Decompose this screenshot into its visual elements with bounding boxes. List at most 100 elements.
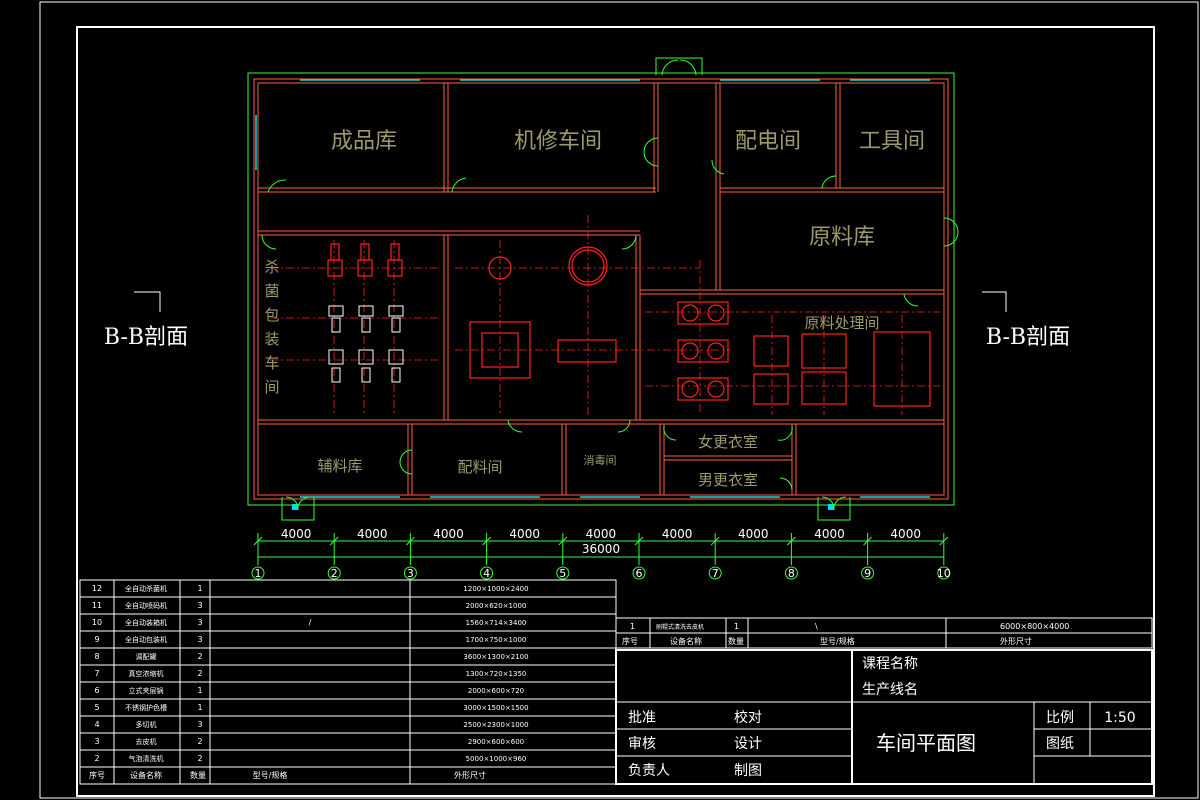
- axis-bubble: [480, 566, 494, 580]
- drawing-title: 车间平面图: [876, 731, 976, 755]
- table-header-cell: 序号: [89, 770, 105, 780]
- title-line: 生产线名: [862, 682, 918, 698]
- table-cell: 立式夹层锅: [129, 686, 164, 695]
- table-cell: 全自动装箱机: [125, 618, 167, 627]
- table-cell: 3: [197, 601, 202, 610]
- dim-text: 4000: [890, 527, 921, 541]
- scale-label: 比例: [1046, 710, 1074, 726]
- dim-text: 4000: [814, 527, 845, 541]
- right-table-h-no: 序号: [622, 636, 638, 646]
- right-table-no: 1: [630, 622, 635, 631]
- table-cell: 3: [197, 635, 202, 644]
- table-cell: 3: [94, 737, 99, 746]
- right-table-model: \: [815, 622, 818, 631]
- table-cell: 12: [92, 584, 102, 593]
- right-table-h-model: 型号/规格: [820, 636, 855, 646]
- title-block: 课程名称 生产线名 批准 校对 审核 设计 负责人 制图 车间平面图 比例 1:…: [615, 649, 1153, 785]
- dim-text: 4000: [281, 527, 312, 541]
- dim-text: 4000: [509, 527, 540, 541]
- table-cell: 3600×1300×2100: [463, 653, 528, 661]
- table-cell: 不锈钢护色槽: [125, 703, 167, 712]
- table-cell: 9: [94, 635, 99, 644]
- table-cell: 调配罐: [136, 652, 157, 661]
- table-cell: 1560×714×3400: [466, 619, 527, 627]
- table-cell: 3: [197, 720, 202, 729]
- doors: [261, 57, 959, 521]
- room-label-raw-proc: 原料处理间: [804, 314, 879, 332]
- axis-bubble: [403, 566, 417, 580]
- axis-bubble: [861, 566, 875, 580]
- table-cell: 1700×750×1000: [466, 636, 527, 644]
- room-label-raw: 原料库: [809, 225, 875, 250]
- right-table-name: 刷辊式清洗去皮机: [656, 623, 704, 631]
- table-cell: 6: [94, 686, 99, 695]
- room-label-mixing: 配料间: [457, 458, 502, 476]
- dim-text: 4000: [738, 527, 769, 541]
- dim-total: 36000: [582, 542, 620, 556]
- title-review: 审核: [628, 736, 656, 752]
- axis-label: 5: [559, 567, 566, 580]
- axis-label: 7: [712, 567, 719, 580]
- room-label-sterile: 杀菌包装车间: [264, 258, 279, 396]
- scale-value: 1:50: [1104, 710, 1135, 726]
- table-cell: 多切机: [136, 720, 157, 729]
- title-approve: 批准: [628, 710, 656, 726]
- axis-bubble: [327, 566, 341, 580]
- table-header-cell: 外形尺寸: [454, 770, 486, 780]
- section-marks: B-B剖面 B-B剖面: [104, 291, 1070, 350]
- axis-label: 8: [788, 567, 795, 580]
- table-header-cell: 数量: [190, 770, 206, 780]
- dim-text: 4000: [357, 527, 388, 541]
- outer-frame: [39, 1, 1199, 799]
- axis-label: 10: [937, 567, 951, 580]
- table-cell: 10: [92, 618, 102, 627]
- right-table-h-qty: 数量: [728, 636, 744, 646]
- table-cell: 2: [197, 737, 202, 746]
- table-cell: 2: [197, 754, 202, 763]
- room-label-disinfect: 消毒间: [584, 453, 617, 467]
- title-course: 课程名称: [862, 656, 918, 672]
- room-label-men: 男更衣室: [698, 471, 758, 489]
- axis-bubble: [632, 566, 646, 580]
- table-cell: 全自动喷码机: [125, 601, 167, 610]
- axis-bubble: [556, 566, 570, 580]
- room-label-tools: 工具间: [859, 129, 925, 154]
- sheet-label: 图纸: [1046, 736, 1074, 752]
- table-cell: 全自动杀菌机: [125, 584, 167, 593]
- table-cell: 2900×600×600: [468, 738, 524, 746]
- equipment-table-right: 1 刷辊式清洗去皮机 1 \ 6000×800×4000 序号 设备名称 数量 …: [615, 617, 1153, 649]
- dim-text: 4000: [662, 527, 693, 541]
- table-cell: 2: [197, 652, 202, 661]
- title-design: 设计: [734, 736, 762, 752]
- table-cell: 全自动包装机: [125, 635, 167, 644]
- axis-bubble: [784, 566, 798, 580]
- right-table-h-name: 设备名称: [670, 636, 702, 646]
- table-cell: 7: [94, 669, 99, 678]
- table-cell: 去皮机: [136, 737, 157, 746]
- title-responsible: 负责人: [628, 763, 670, 779]
- room-label-women: 女更衣室: [698, 433, 758, 451]
- table-cell: 1200×1000×2400: [463, 585, 528, 593]
- table-cell: 3000×1500×1500: [463, 704, 528, 712]
- table-cell: 11: [92, 601, 102, 610]
- dim-text: 4000: [433, 527, 464, 541]
- axis-label: 6: [636, 567, 643, 580]
- title-check: 校对: [734, 709, 762, 726]
- table-cell: 2000×620×1000: [466, 602, 527, 610]
- equipment-layout: [270, 215, 940, 415]
- table-cell: 5: [94, 703, 99, 712]
- room-label-finished: 成品库: [331, 129, 397, 154]
- table-cell: 1300×720×1350: [466, 670, 527, 678]
- table-cell: 5000×1000×960: [466, 755, 527, 763]
- dim-text: 4000: [586, 527, 617, 541]
- table-cell: /: [309, 618, 312, 627]
- room-label-repair: 机修车间: [514, 129, 602, 154]
- room-label-aux: 辅料库: [317, 457, 362, 475]
- right-table-h-size: 外形尺寸: [1000, 636, 1032, 646]
- building-walls: [247, 72, 955, 506]
- axis-bubble: [708, 566, 722, 580]
- axis-bubble: [937, 566, 951, 580]
